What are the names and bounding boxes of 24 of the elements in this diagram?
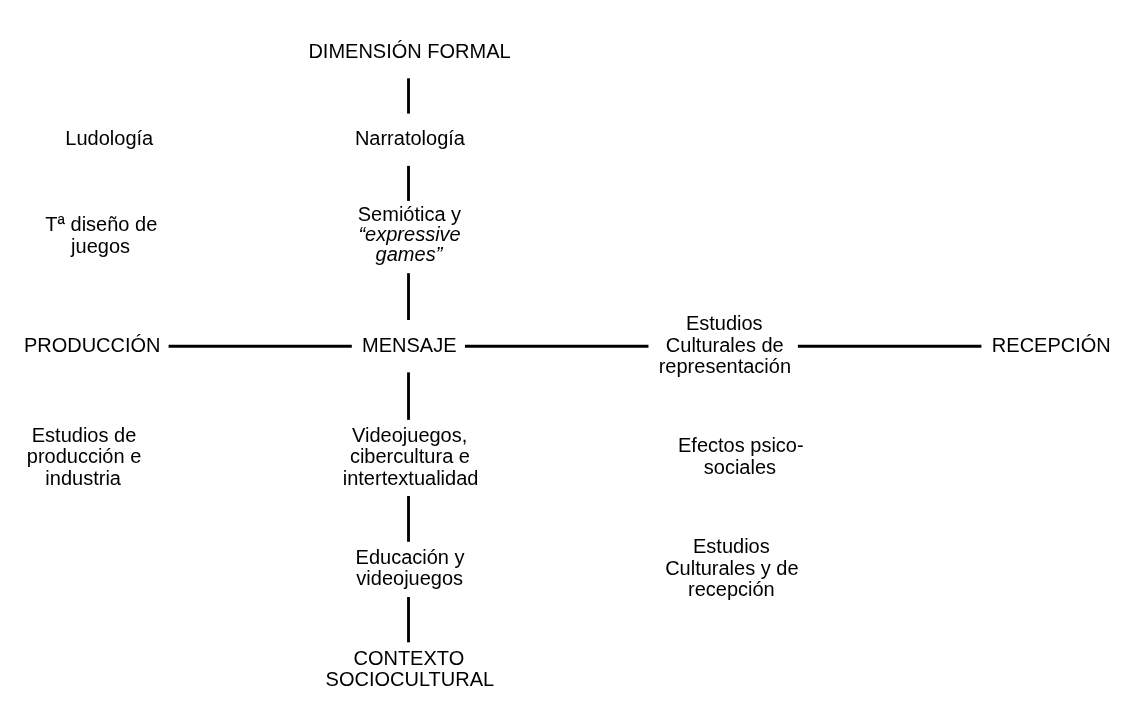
node-text: Estudios Culturales de representación — [658, 312, 792, 378]
label: Estudios Culturales y de recepción — [665, 535, 799, 601]
connector — [407, 597, 410, 643]
label: Ludología — [65, 126, 154, 149]
node-text: PRODUCCIÓN — [23, 333, 161, 356]
connector — [168, 344, 352, 348]
node-text: MENSAJE — [362, 333, 457, 356]
node-text: RECEPCIÓN — [991, 333, 1111, 356]
node-text: Videojuegos, cibercultura e intertextualidad — [342, 423, 479, 489]
node-text: Educación y videojuegos — [355, 545, 465, 590]
connector — [407, 496, 410, 542]
connector — [407, 273, 410, 320]
connector — [407, 78, 410, 114]
label: Efectos psico-sociales — [678, 434, 804, 478]
label: Tª diseño de juegos — [45, 213, 158, 257]
connector — [407, 372, 410, 420]
connector — [407, 165, 410, 201]
label: Estudios de producción e industria — [26, 423, 142, 489]
connector — [797, 344, 982, 348]
node-text: DIMENSIÓN FORMAL — [308, 39, 511, 62]
node-text: Narratología — [354, 126, 465, 149]
node-text: CONTEXTO SOCIOCULTURAL — [325, 646, 495, 691]
node-text: Semiótica y “expressive games” — [357, 203, 462, 266]
connector — [465, 344, 649, 348]
